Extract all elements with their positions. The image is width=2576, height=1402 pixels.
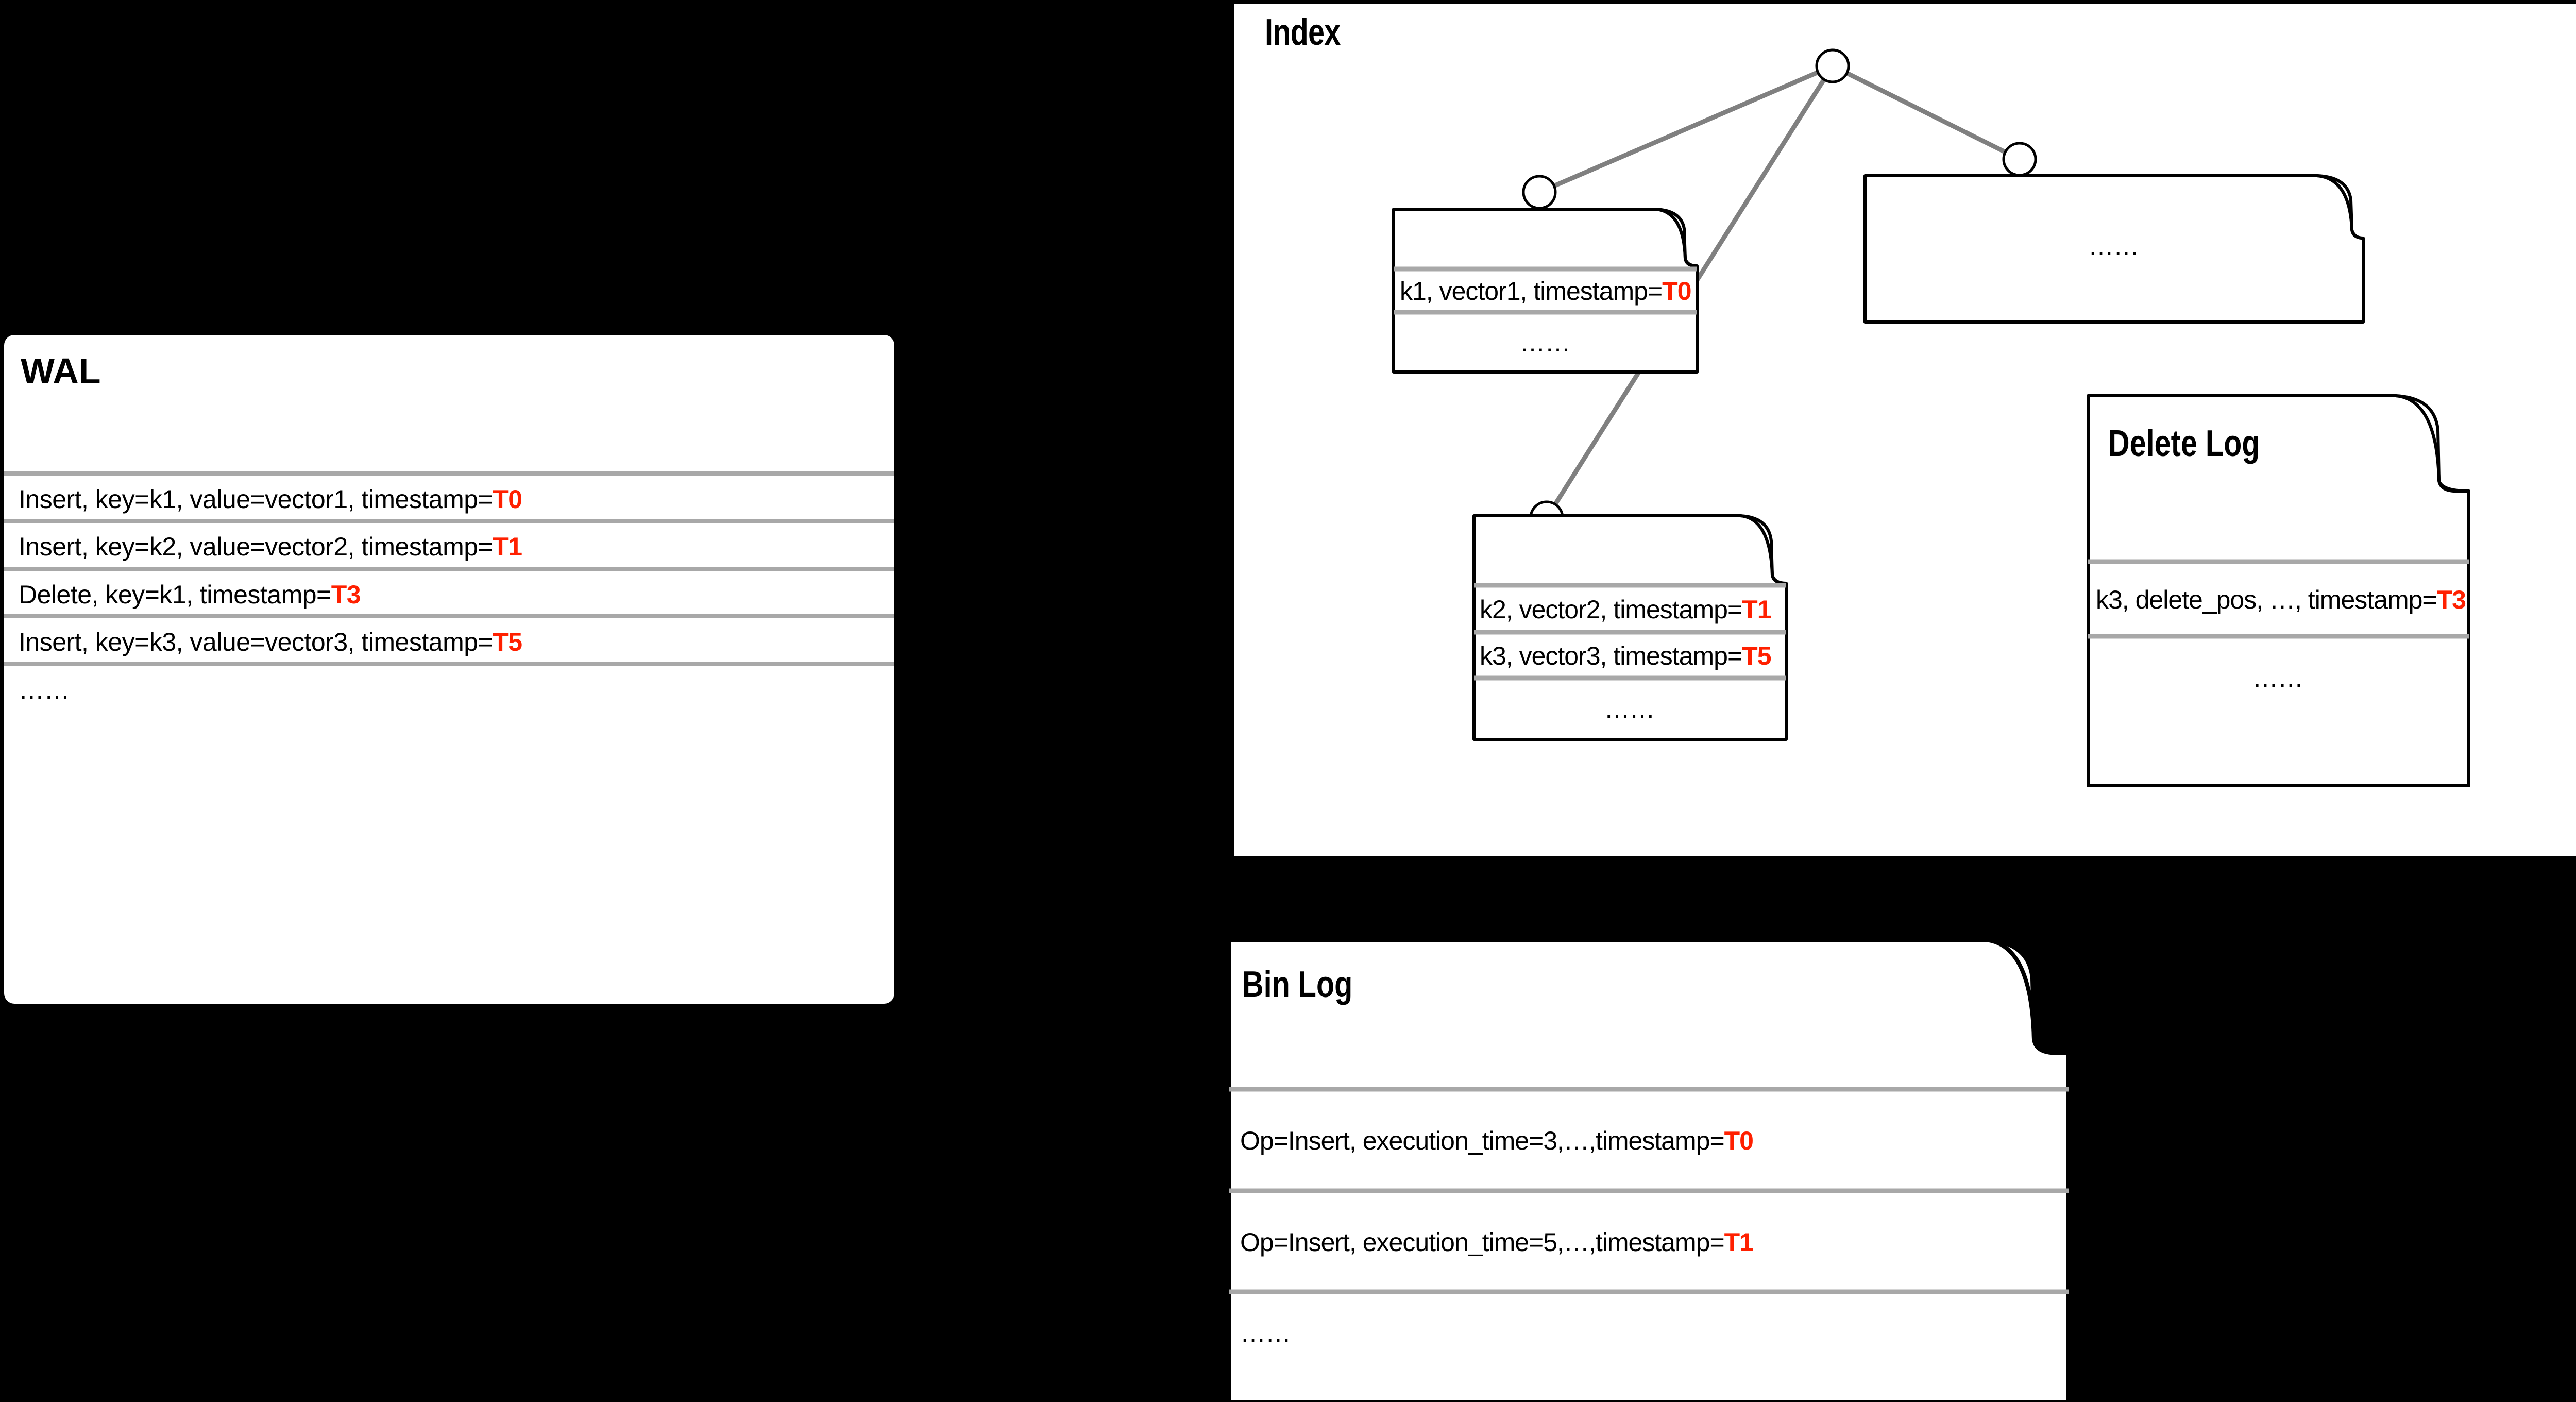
folded-corner-icon [1655, 208, 1698, 267]
timestamp-badge: T3 [331, 580, 361, 609]
index-leaf-right[interactable]: …… [1863, 174, 2365, 324]
leaf-row-ellipsis: …… [1519, 328, 1571, 357]
binlog-row-text: Op=Insert, execution_time=5,…,timestamp=… [1240, 1228, 1754, 1257]
leaf-row-ellipsis: …… [1604, 695, 1655, 723]
leaf-row: k2, vector2, timestamp=T1 [1480, 587, 1786, 631]
folded-corner-icon [1985, 938, 2069, 1055]
leaf-row-text: k1, vector1, timestamp=T0 [1400, 277, 1692, 306]
leaf-row: k1, vector1, timestamp=T0 [1400, 271, 1696, 311]
timestamp-badge: T5 [493, 628, 522, 656]
wal-panel [4, 335, 894, 1004]
wal-row: …… [4, 666, 894, 714]
timestamp-badge: T0 [1724, 1126, 1754, 1155]
wal-divider [4, 614, 894, 618]
wal-row-text: Insert, key=k2, value=vector2, timestamp… [19, 532, 522, 561]
wal-divider [4, 519, 894, 523]
delete-log-document[interactable]: Delete Log k3, delete_pos, …, timestamp=… [2087, 394, 2470, 787]
timestamp-badge: T3 [2436, 585, 2466, 614]
index-leaf-bottom[interactable]: k2, vector2, timestamp=T1 k3, vector3, t… [1472, 514, 1788, 741]
index-panel: k1, vector1, timestamp=T0 …… …… [1234, 4, 2576, 856]
leaf-row: …… [1863, 226, 2363, 267]
folded-corner-icon [2395, 394, 2469, 493]
tree-node-left[interactable] [1522, 175, 1557, 210]
tree-node-right[interactable] [2002, 142, 2037, 177]
wal-row-text: Insert, key=k1, value=vector1, timestamp… [19, 485, 522, 514]
binlog-row-text: Op=Insert, execution_time=3,…,timestamp=… [1240, 1126, 1754, 1155]
folded-corner-icon [2316, 174, 2364, 240]
wal-row: Insert, key=k1, value=vector1, timestamp… [4, 476, 894, 523]
tree-edge-right [1831, 63, 2021, 162]
binlog-row: Op=Insert, execution_time=3,…,timestamp=… [1240, 1092, 2064, 1190]
tree-node-root[interactable] [1815, 48, 1850, 83]
leaf-row-text: k2, vector2, timestamp=T1 [1480, 595, 1772, 624]
wal-divider [4, 471, 894, 476]
timestamp-badge: T1 [1742, 595, 1771, 624]
wal-row: Delete, key=k1, timestamp=T3 [4, 571, 894, 618]
index-title: Index [1265, 12, 1341, 53]
binlog-row: Op=Insert, execution_time=5,…,timestamp=… [1240, 1193, 2064, 1291]
wal-row-ellipsis: …… [19, 675, 70, 704]
wal-row: Insert, key=k2, value=vector2, timestamp… [4, 523, 894, 570]
folded-corner-icon [1740, 514, 1787, 585]
timestamp-badge: T0 [493, 485, 522, 514]
delete-log-row-ellipsis: …… [2252, 664, 2303, 692]
leaf-row: …… [1393, 314, 1697, 371]
binlog-title: Bin Log [1242, 964, 1353, 1005]
timestamp-badge: T5 [1742, 641, 1771, 670]
wal-divider [4, 567, 894, 571]
leaf-row-ellipsis: …… [2088, 232, 2139, 261]
index-leaf-left[interactable]: k1, vector1, timestamp=T0 …… [1392, 208, 1699, 374]
wal-title: WAL [21, 351, 101, 391]
delete-log-row-text: k3, delete_pos, …, timestamp=T3 [2096, 585, 2466, 614]
timestamp-badge: T1 [1724, 1228, 1754, 1257]
delete-log-title: Delete Log [2108, 423, 2260, 464]
delete-log-row: k3, delete_pos, …, timestamp=T3 [2096, 564, 2469, 635]
binlog-document[interactable]: Bin Log Op=Insert, execution_time=3,…,ti… [1227, 938, 2223, 1402]
wal-row: Insert, key=k3, value=vector3, timestamp… [4, 618, 894, 666]
binlog-row-ellipsis: …… [1240, 1319, 1291, 1347]
leaf-row-text: k3, vector3, timestamp=T5 [1480, 641, 1772, 670]
binlog-row: …… [1240, 1294, 2064, 1372]
wal-divider [4, 662, 894, 666]
timestamp-badge: T1 [493, 532, 522, 561]
wal-row-text: Delete, key=k1, timestamp=T3 [19, 580, 361, 609]
wal-row-text: Insert, key=k3, value=vector3, timestamp… [19, 628, 522, 656]
leaf-row: …… [1472, 680, 1786, 738]
delete-log-row: …… [2087, 639, 2469, 717]
timestamp-badge: T0 [1662, 277, 1691, 306]
leaf-row: k3, vector3, timestamp=T5 [1480, 634, 1786, 677]
tree-edge-left [1538, 63, 1834, 195]
